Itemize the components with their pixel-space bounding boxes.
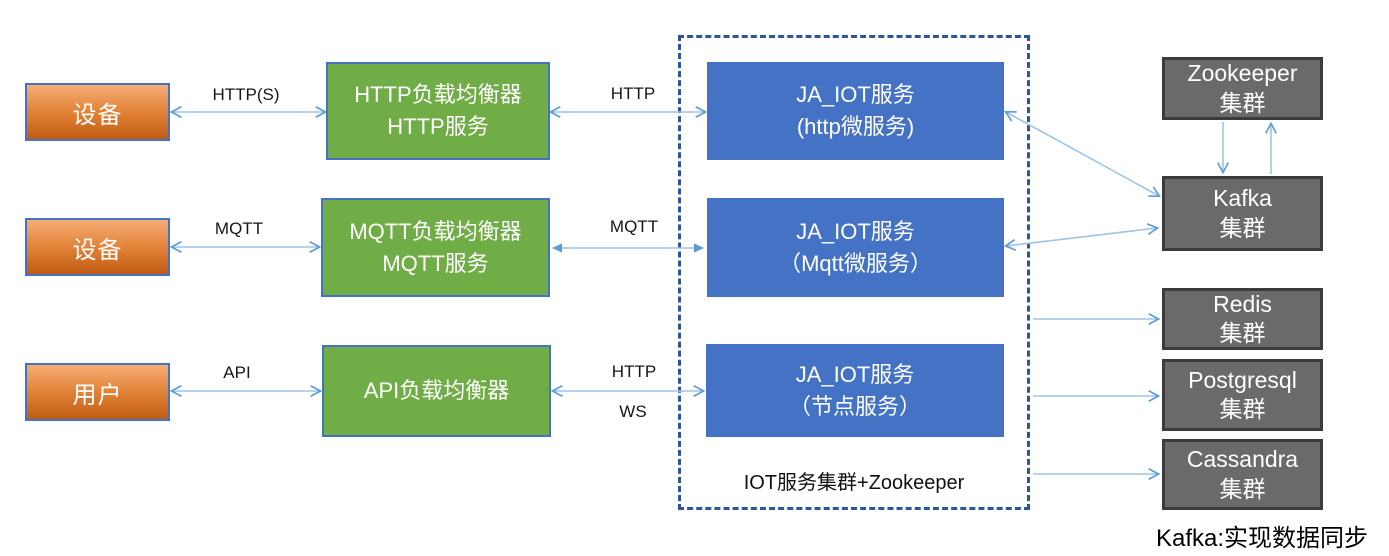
- node-label-line2: （Mqtt微服务）: [779, 250, 932, 276]
- node-label-line2: 集群: [1219, 396, 1266, 422]
- node-label-line1: Kafka: [1213, 185, 1272, 212]
- node-label-line2: （节点服务）: [788, 393, 921, 419]
- node-label-line2: HTTP服务: [387, 114, 489, 139]
- node-label-line1: Postgresql: [1188, 366, 1297, 393]
- iot-cluster-caption: IOT服务集群+Zookeeper: [743, 472, 965, 494]
- node-ja-iot-http-service: JA_IOT服务 (http微服务): [707, 62, 1004, 160]
- node-device-1: 设备: [25, 83, 170, 141]
- node-label-line1: API负载均衡器: [363, 378, 510, 404]
- edge-label-http-1: HTTP: [610, 84, 656, 103]
- node-label-line1: JA_IOT服务: [795, 361, 915, 387]
- node-redis-cluster: Redis 集群: [1162, 288, 1323, 350]
- node-label-line1: JA_IOT服务: [796, 218, 915, 244]
- node-label-line2: 集群: [1219, 89, 1266, 116]
- node-ja-iot-mqtt-service: JA_IOT服务 （Mqtt微服务）: [707, 198, 1004, 297]
- node-label-line2: 集群: [1219, 214, 1266, 241]
- node-cassandra-cluster: Cassandra 集群: [1162, 439, 1323, 510]
- edge-label-api: API: [223, 363, 251, 382]
- node-label: 设备: [72, 101, 123, 129]
- node-api-load-balancer: API负载均衡器: [322, 345, 551, 437]
- node-label-line2: 集群: [1219, 320, 1266, 346]
- node-label: 设备: [72, 236, 123, 264]
- edge-label-mqtt-2: MQTT: [609, 217, 659, 236]
- edge-label-mqtt-1: MQTT: [214, 219, 264, 238]
- node-ja-iot-node-service: JA_IOT服务 （节点服务）: [706, 344, 1004, 437]
- node-http-load-balancer: HTTP负载均衡器 HTTP服务: [326, 62, 550, 160]
- node-label-line1: Zookeeper: [1187, 60, 1298, 87]
- node-mqtt-load-balancer: MQTT负载均衡器 MQTT服务: [321, 198, 550, 297]
- node-user: 用户: [25, 363, 170, 421]
- edge-label-http-3: HTTP: [611, 362, 657, 381]
- kafka-sync-footnote: Kafka:实现数据同步: [1155, 525, 1369, 552]
- node-device-2: 设备: [25, 218, 170, 276]
- node-label-line1: Redis: [1213, 290, 1272, 317]
- edge-label-https: HTTP(S): [212, 85, 280, 104]
- node-label-line1: Cassandra: [1186, 446, 1299, 473]
- node-label-line2: 集群: [1219, 475, 1266, 502]
- node-postgresql-cluster: Postgresql 集群: [1162, 359, 1323, 431]
- node-zookeeper-cluster: Zookeeper 集群: [1162, 57, 1323, 120]
- node-label-line1: MQTT负载均衡器: [349, 218, 522, 244]
- node-label: 用户: [72, 381, 123, 409]
- node-label-line2: MQTT服务: [382, 250, 489, 276]
- edge-label-ws: WS: [619, 402, 647, 421]
- node-label-line1: HTTP负载均衡器: [354, 82, 522, 108]
- node-kafka-cluster: Kafka 集群: [1162, 176, 1323, 251]
- node-label-line2: (http微服务): [796, 114, 915, 139]
- node-label-line1: JA_IOT服务: [796, 82, 915, 108]
- iot-cluster-container: [678, 35, 1030, 510]
